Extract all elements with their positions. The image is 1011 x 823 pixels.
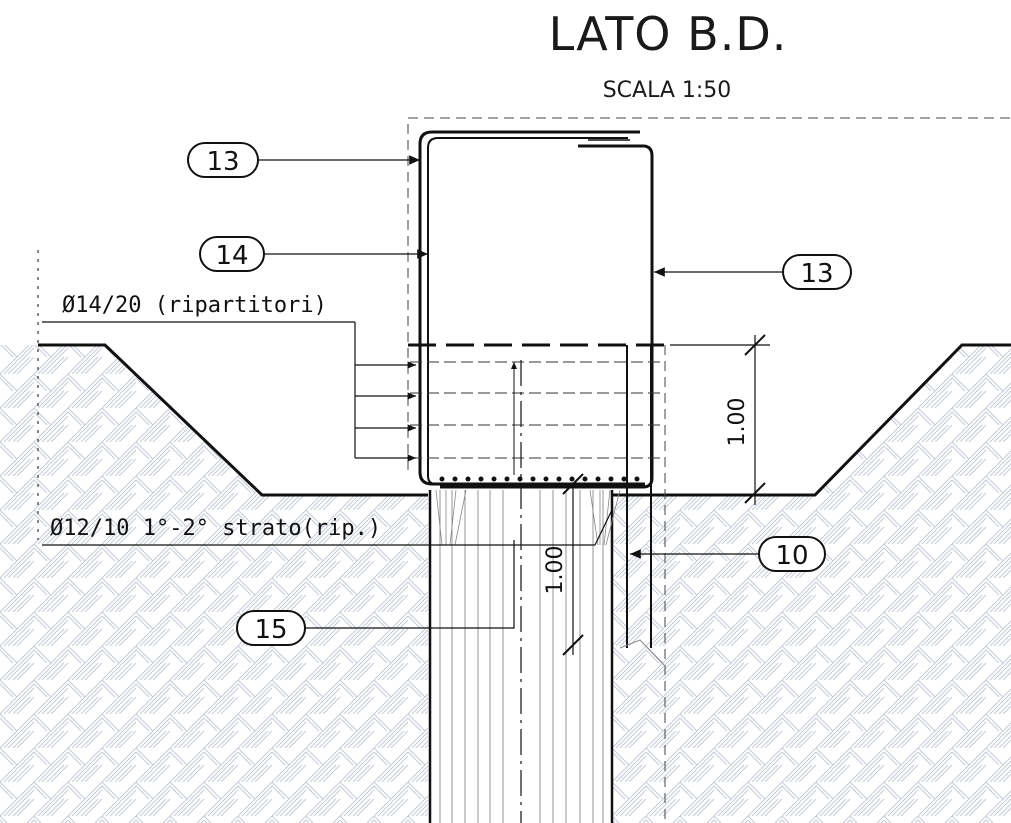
drawing-title: LATO B.D. <box>549 7 788 61</box>
drawing-scale: SCALA 1:50 <box>603 78 732 103</box>
pile <box>428 360 614 823</box>
tag-10: 10 <box>630 536 826 572</box>
dimension-lower <box>562 473 584 656</box>
dimension-upper <box>670 334 770 505</box>
tag-15: 15 <box>236 540 515 646</box>
dimension-lower-label: 1.00 <box>543 546 568 595</box>
soil-hatch <box>0 345 1011 823</box>
bar-fans <box>435 489 621 546</box>
tag-14: 14 <box>199 236 428 272</box>
construction-outline <box>407 117 1011 823</box>
tag-15-label: 15 <box>254 615 287 645</box>
tag-13-top: 13 <box>187 142 420 178</box>
excavation-profile <box>37 250 1011 540</box>
leader-bottom-layers <box>42 509 613 546</box>
dimension-upper-label: 1.00 <box>725 398 750 447</box>
cap-reinforcement <box>408 130 665 489</box>
bottom-bar-dots <box>439 476 640 482</box>
bottom-layers-note: Ø12/10 1°-2° strato(rip.) <box>50 516 381 541</box>
tag-13-top-label: 13 <box>206 147 239 177</box>
tag-14-label: 14 <box>215 241 248 271</box>
tag-13-right-label: 13 <box>800 259 833 289</box>
tag-10-label: 10 <box>775 541 808 571</box>
leader-transverse <box>42 321 416 462</box>
tag-13-right: 13 <box>654 254 852 290</box>
transverse-bars-note: Ø14/20 (ripartitori) <box>62 293 327 318</box>
